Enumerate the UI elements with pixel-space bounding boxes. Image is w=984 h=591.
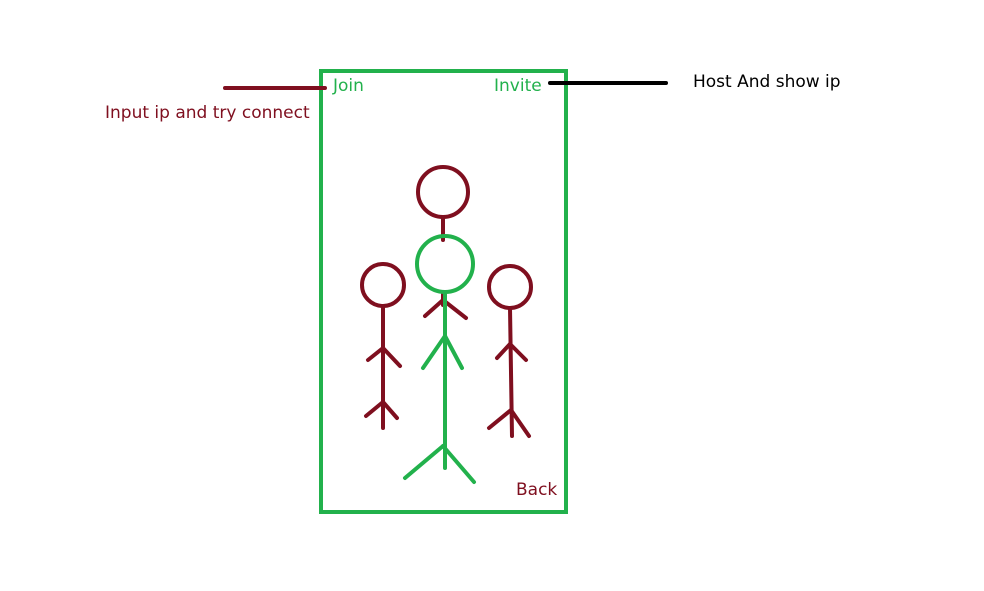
invite-button[interactable]: Invite (494, 76, 542, 96)
stick-figure-player-icon (403, 234, 476, 484)
stick-figure-right-icon (487, 264, 533, 438)
back-button[interactable]: Back (516, 480, 558, 500)
invite-annotation: Host And show ip (693, 72, 841, 92)
join-button[interactable]: Join (333, 76, 364, 96)
stick-figure-left-icon (360, 262, 406, 430)
join-annotation: Input ip and try connect (105, 103, 310, 123)
screen-frame (319, 69, 568, 514)
